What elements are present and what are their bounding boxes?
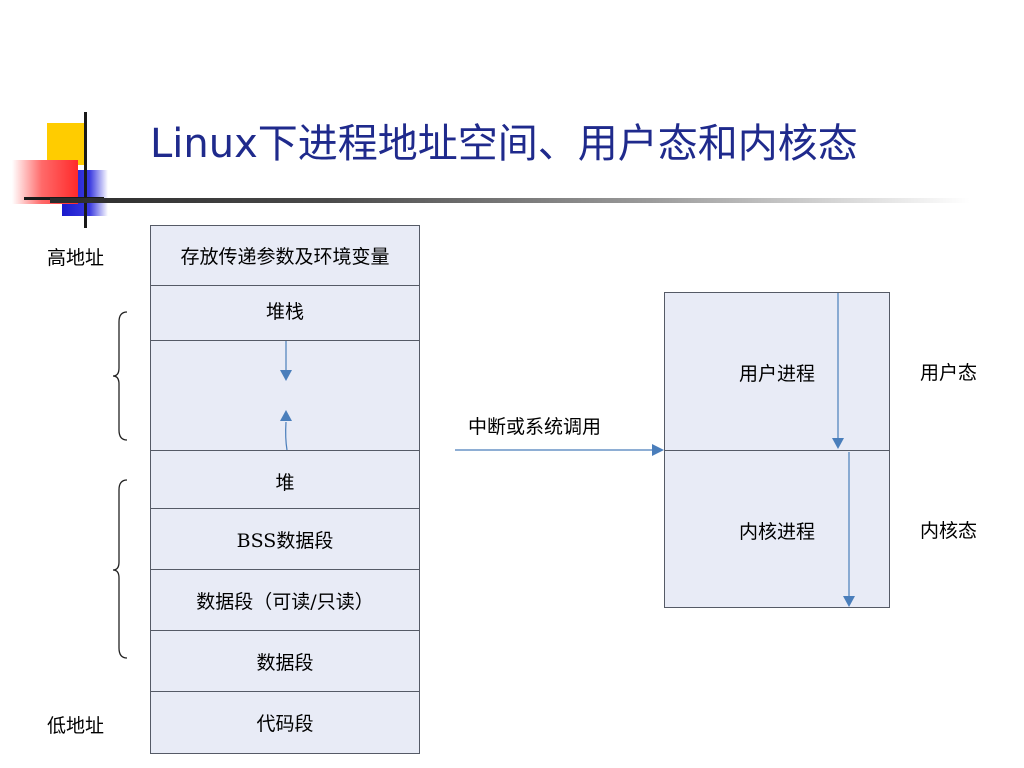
segment-data-rw: 数据段（可读/只读） [150,569,420,631]
user-process-box: 用户进程 [664,292,890,451]
segment-heap: 堆 [150,450,420,509]
user-mode-label: 用户态 [920,362,978,384]
kernel-process-arrowhead [843,596,855,607]
heap-growth-line [285,421,288,451]
segment-code: 代码段 [150,691,420,754]
page-title: Linux下进程地址空间、用户态和内核态 [150,121,858,167]
kernel-process-box: 内核进程 [664,450,890,608]
decor-vertical-line [84,112,87,228]
kernel-mode-label: 内核态 [920,520,978,542]
syscall-arrowhead [652,444,664,456]
heap-growth-arrowhead [280,410,292,421]
brace-data-region [112,479,128,659]
high-address-label: 高地址 [47,247,105,269]
segment-env: 存放传递参数及环境变量 [150,225,420,286]
segment-bss: BSS数据段 [150,508,420,570]
brace-stack-heap-region [112,311,128,441]
decor-yellow-square [47,123,87,165]
title-underline [50,198,970,203]
decor-red-square [12,160,78,204]
user-process-arrowhead [832,438,844,449]
interrupt-syscall-label: 中断或系统调用 [468,416,602,438]
stack-growth-arrowhead [280,370,292,381]
segment-data: 数据段 [150,630,420,692]
low-address-label: 低地址 [47,715,105,737]
